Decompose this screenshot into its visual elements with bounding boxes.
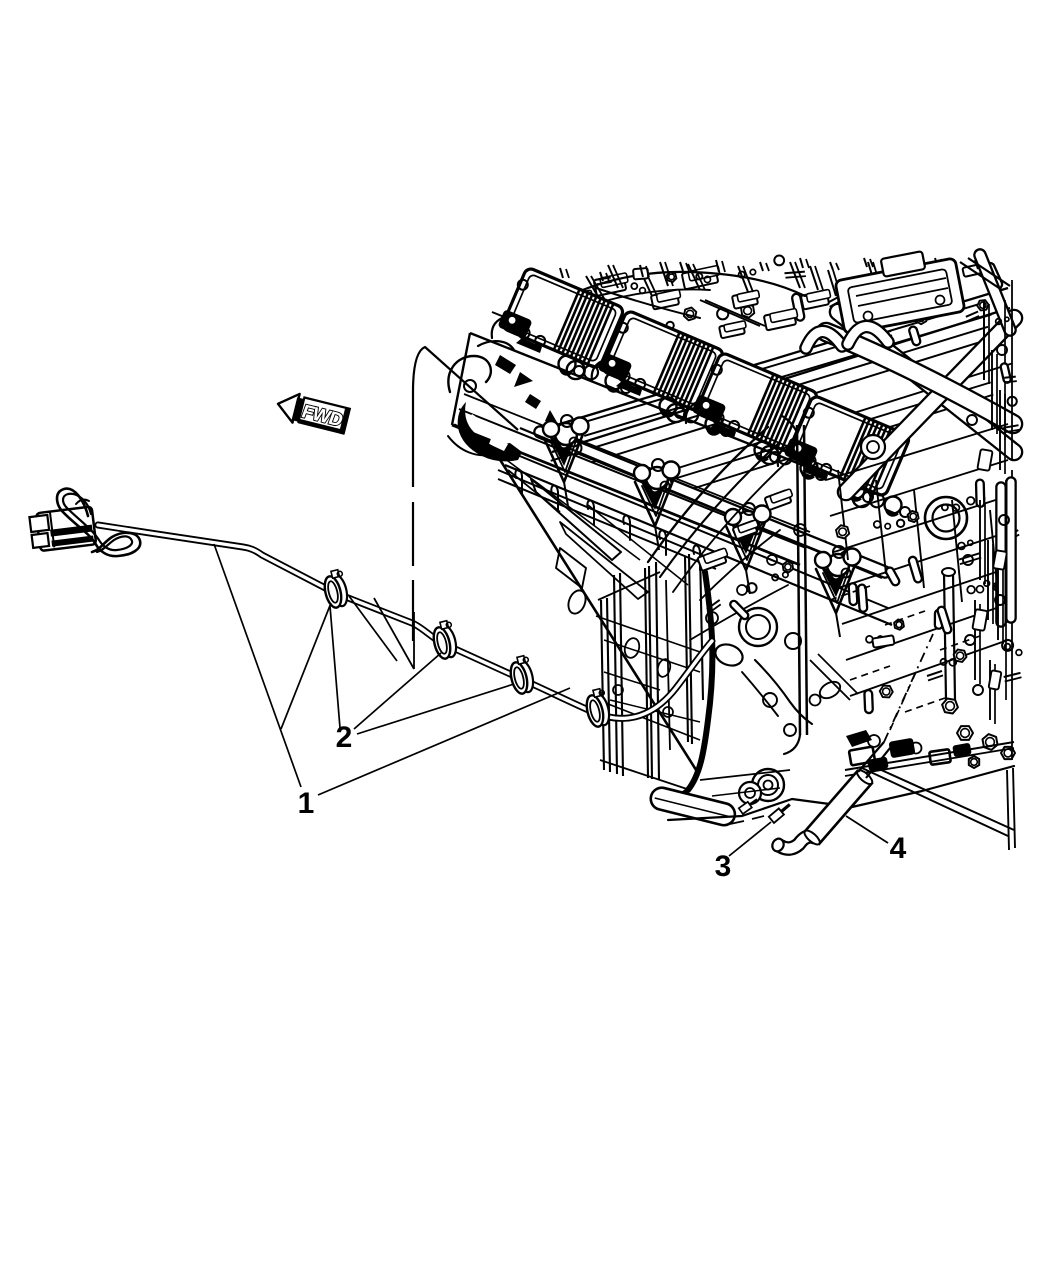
svg-text:3: 3	[715, 850, 732, 883]
svg-text:1: 1	[298, 787, 315, 820]
svg-text:4: 4	[890, 832, 907, 865]
svg-text:2: 2	[336, 721, 353, 754]
